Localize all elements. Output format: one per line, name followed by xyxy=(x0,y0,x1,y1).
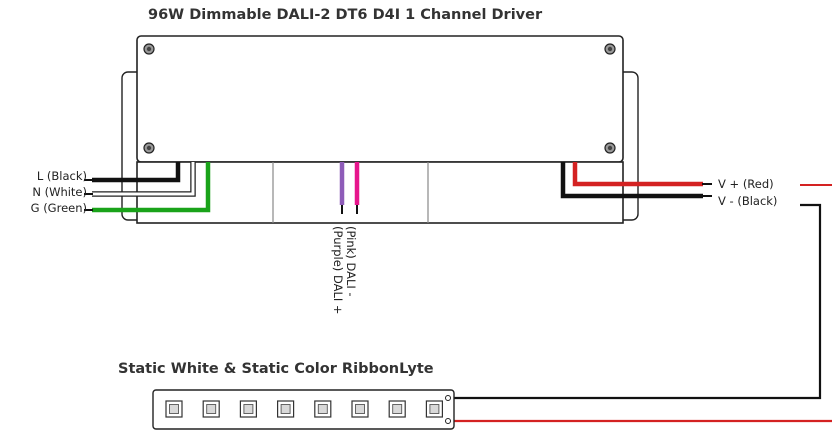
led-group xyxy=(165,400,443,418)
label-dali-negative: (Pink) DALI - xyxy=(344,226,358,297)
driver-terminal-cover xyxy=(136,161,624,224)
wire-live-black xyxy=(92,162,181,183)
wire-ground-green xyxy=(92,162,211,213)
wire-neutral-white xyxy=(92,162,195,196)
led-chip-emitter xyxy=(317,404,328,414)
screw-icon-br xyxy=(604,142,616,154)
label-output-positive: V + (Red) xyxy=(718,177,774,191)
led-chip-emitter xyxy=(169,404,179,414)
label-live-wire: L (Black) xyxy=(36,169,87,183)
label-ground-wire: G (Green) xyxy=(30,201,87,215)
wire-output-negative xyxy=(560,162,703,199)
strip-title: Static White & Static Color RibbonLyte xyxy=(118,361,434,377)
screw-icon-tr xyxy=(604,43,616,55)
screw-icon-tl xyxy=(143,43,155,55)
driver-body xyxy=(136,35,624,163)
strip-solder-pad xyxy=(445,395,451,401)
led-chip-emitter xyxy=(392,404,403,414)
label-neutral-wire: N (White) xyxy=(32,185,87,199)
screw-icon-bl xyxy=(143,142,155,154)
led-chip-emitter xyxy=(243,404,254,414)
led-chip-emitter xyxy=(355,404,365,414)
led-chip-emitter xyxy=(280,404,291,414)
led-strip xyxy=(152,389,455,430)
led-chip-emitter xyxy=(206,404,217,414)
driver-title: 96W Dimmable DALI-2 DT6 D4I 1 Channel Dr… xyxy=(148,7,543,23)
label-dali-positive: (Purple) DALI + xyxy=(331,226,345,315)
led-chip-emitter xyxy=(429,404,440,414)
label-output-negative: V - (Black) xyxy=(718,194,778,208)
wire-output-positive xyxy=(572,162,703,187)
run-negative-black xyxy=(453,203,822,400)
strip-solder-pad xyxy=(445,418,451,424)
